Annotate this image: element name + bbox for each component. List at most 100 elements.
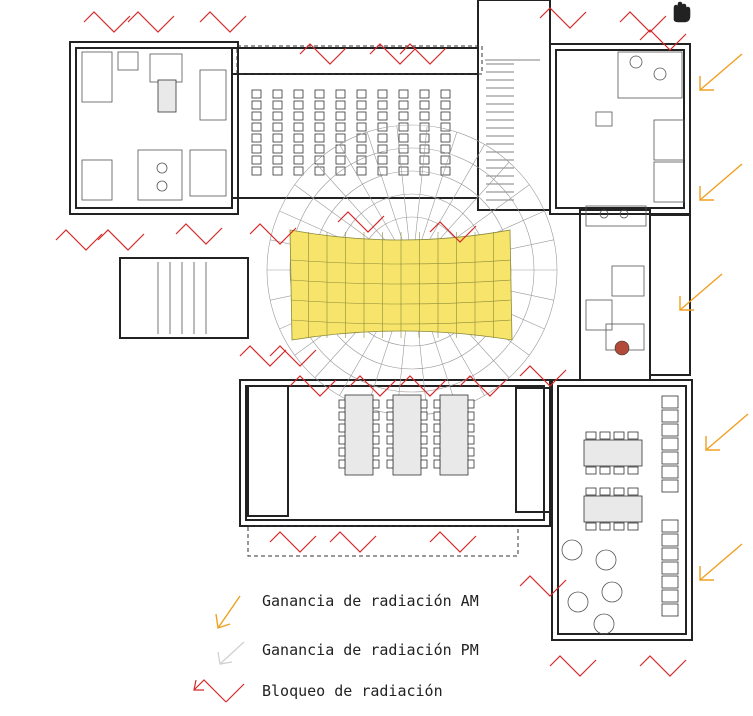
round-table [567,591,589,613]
seat [599,466,611,475]
seat [419,122,430,132]
band-grid-curve [290,299,512,305]
seat [314,133,325,143]
lab-table [439,394,469,476]
classroom-seats [251,89,451,176]
seat [440,89,451,99]
left-wing-lines [157,262,207,334]
sun-path-diagram [266,124,558,416]
legend-pm-arrow-icon [217,641,245,665]
seat [293,166,304,176]
seat [433,459,441,469]
shelf [661,575,679,589]
seat [440,100,451,110]
seat [272,122,283,132]
seat [272,111,283,121]
shelf [661,465,679,479]
seat [398,133,409,143]
seat [314,89,325,99]
seat [627,487,639,496]
red-block-arrow [269,345,317,367]
seat [272,89,283,99]
seat [356,111,367,121]
legend-pm-label: Ganancia de radiación PM [262,641,479,659]
seat [613,466,625,475]
seat [251,100,262,110]
seat [419,111,430,121]
red-block-arrow [639,655,687,677]
band-grid-curve [290,319,512,325]
seat [599,431,611,440]
library-furniture [561,395,679,635]
seat [338,447,346,457]
seat [585,431,597,440]
shelf [661,479,679,493]
red-block-arrow [269,531,317,553]
shelf [661,603,679,617]
seat [338,435,346,445]
hand-cursor-icon[interactable] [673,1,691,23]
seat [293,100,304,110]
sun-path-radial [414,125,428,241]
seat [433,411,441,421]
legend: Ganancia de radiación AM Ganancia de rad… [193,592,479,703]
seat [585,487,597,496]
seat [251,166,262,176]
seat [251,133,262,143]
red-block-arrow [55,229,103,251]
seat [372,399,380,409]
seat [314,111,325,121]
seat [293,111,304,121]
seat [272,166,283,176]
radiation-gain-am-arrows [679,53,749,581]
seat [338,423,346,433]
shelf [661,437,679,451]
seat [356,166,367,176]
seat [467,447,475,457]
seat [398,122,409,132]
seat [251,144,262,154]
red-block-arrow [369,43,417,65]
red-block-arrow [429,531,477,553]
orange-am-arrowhead [679,296,694,311]
red-block-arrow [619,11,667,33]
seat [440,166,451,176]
round-table [595,549,617,571]
seat [356,155,367,165]
seat [420,447,428,457]
seat [251,155,262,165]
seat [338,411,346,421]
seat [314,122,325,132]
seat [314,144,325,154]
red-block-arrow [175,223,223,245]
seat [356,144,367,154]
red-block-arrow [239,345,287,367]
seat [272,100,283,110]
seat [599,487,611,496]
seat [613,431,625,440]
red-block-arrow [249,223,297,245]
seat [372,423,380,433]
red-block-arrow [639,29,687,51]
seat [599,522,611,531]
seat [467,435,475,445]
legend-block-arrow-icon [193,679,245,703]
seat [335,122,346,132]
seat [398,100,409,110]
seat [377,155,388,165]
seat [338,399,346,409]
orange-am-arrow [705,413,749,451]
shelf [661,451,679,465]
seat [377,89,388,99]
red-block-arrow [97,229,145,251]
seat [627,466,639,475]
seat [272,144,283,154]
red-block-arrow [459,375,507,397]
legend-am-arrow-icon [215,595,241,629]
red-block-arrow [399,375,447,397]
round-table [601,581,623,603]
seat [419,155,430,165]
seat [293,122,304,132]
seat [440,133,451,143]
